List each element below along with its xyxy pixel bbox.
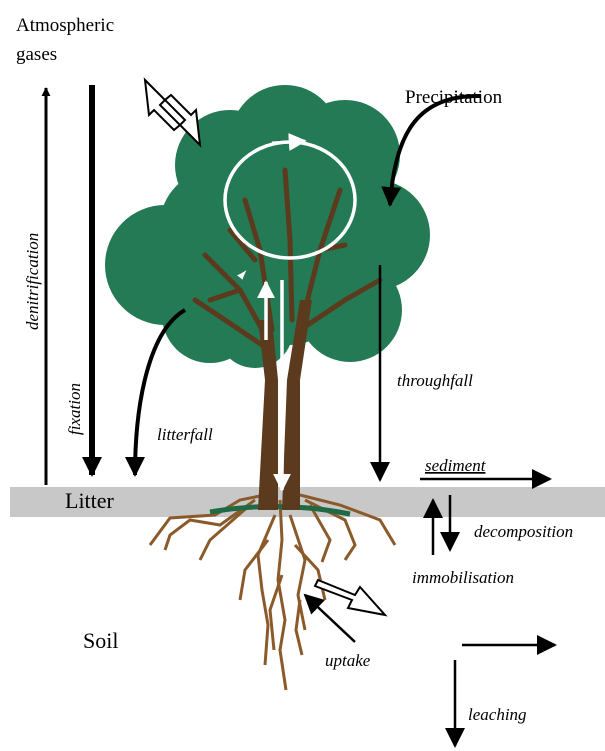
- leaching-label: leaching: [468, 705, 527, 724]
- precipitation-label: Precipitation: [405, 87, 503, 108]
- decomposition-label: decomposition: [474, 522, 573, 541]
- soil-label: Soil: [83, 628, 118, 653]
- atmosphere-exchange-arrows: [145, 80, 200, 145]
- atmospheric-gases-label-1: Atmospheric: [16, 15, 114, 36]
- litterfall-label: litterfall: [157, 425, 213, 444]
- atmospheric-gases-label-2: gases: [16, 44, 57, 65]
- immobilisation-label: immobilisation: [412, 568, 514, 587]
- uptake-arrow: [305, 595, 355, 642]
- fixation-label: fixation: [65, 383, 84, 435]
- litter-label: Litter: [65, 488, 115, 513]
- uptake-label: uptake: [325, 651, 371, 670]
- sediment-label: sediment: [425, 456, 487, 475]
- throughfall-label: throughfall: [397, 371, 473, 390]
- denitrification-label: denitrification: [23, 233, 42, 330]
